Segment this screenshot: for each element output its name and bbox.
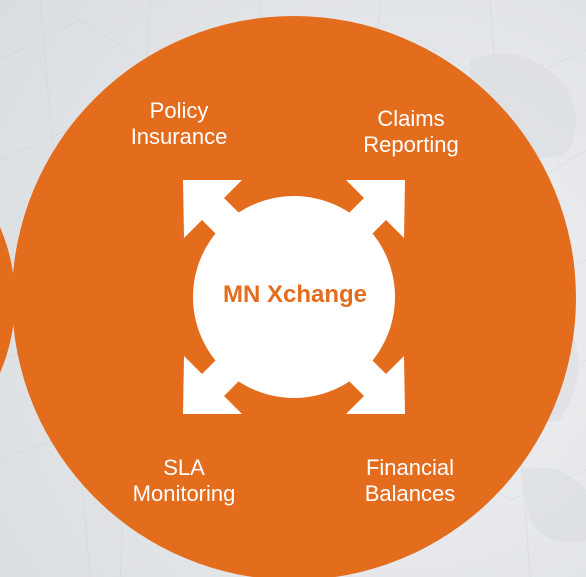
node-financial-balances-line1: Financial xyxy=(365,455,455,480)
node-financial-balances-line2: Balances xyxy=(364,481,456,506)
node-financial-balances: Financial Balances xyxy=(340,455,480,507)
node-claims-reporting-line2: Reporting xyxy=(363,132,459,157)
center-hub-label: MN Xchange xyxy=(222,281,368,308)
node-claims-reporting: Claims Reporting xyxy=(346,106,476,158)
node-policy-insurance-line2: Insurance xyxy=(130,124,228,149)
node-policy-insurance-line1: Policy xyxy=(149,98,209,123)
node-sla-monitoring: SLA Monitoring xyxy=(114,455,254,507)
node-sla-monitoring-line1: SLA xyxy=(163,455,205,480)
node-policy-insurance: Policy Insurance xyxy=(114,98,244,150)
center-hub-circle xyxy=(193,196,395,398)
node-sla-monitoring-line2: Monitoring xyxy=(132,481,236,506)
left-partial-circle xyxy=(0,227,15,373)
node-claims-reporting-line1: Claims xyxy=(377,106,445,131)
